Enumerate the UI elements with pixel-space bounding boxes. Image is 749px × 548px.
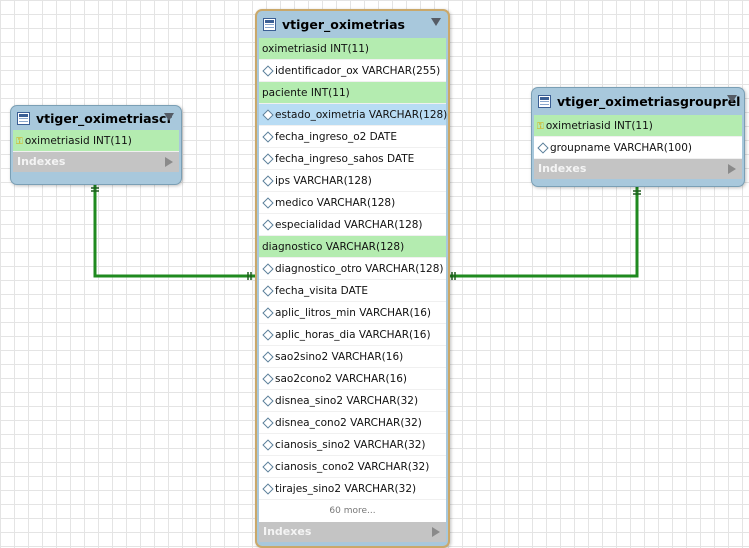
- collapse-icon[interactable]: [727, 95, 737, 103]
- column-row[interactable]: disnea_sino2 VARCHAR(32): [259, 390, 446, 412]
- table-vtiger-oximetriascf[interactable]: vtiger_oximetriascf ⚿oximetriasid INT(11…: [10, 105, 182, 185]
- column-row[interactable]: tirajes_sino2 VARCHAR(32): [259, 478, 446, 500]
- relationship-right[interactable]: [448, 186, 641, 280]
- column-label: diagnostico VARCHAR(128): [262, 241, 405, 253]
- column-label: aplic_litros_min VARCHAR(16): [275, 307, 432, 319]
- column-diamond-icon: [262, 416, 274, 429]
- column-label: diagnostico_otro VARCHAR(128): [275, 263, 444, 275]
- column-diamond-icon: [262, 482, 274, 495]
- column-list: ⚿oximetriasid INT(11) groupname VARCHAR(1…: [534, 115, 742, 159]
- table-header[interactable]: vtiger_oximetriasgrouprel: [532, 88, 744, 115]
- column-diamond-icon: [262, 460, 274, 473]
- column-label: tirajes_sino2 VARCHAR(32): [275, 483, 417, 495]
- primary-key-icon: ⚿: [537, 122, 544, 132]
- table-header[interactable]: vtiger_oximetrias: [257, 11, 448, 38]
- column-row[interactable]: estado_oximetria VARCHAR(128): [259, 104, 448, 126]
- table-title: vtiger_oximetriascf: [36, 110, 172, 126]
- indexes-label: Indexes: [538, 162, 587, 175]
- column-label: estado_oximetria VARCHAR(128): [275, 109, 448, 121]
- column-label: fecha_ingreso_o2 DATE: [275, 131, 397, 143]
- column-row[interactable]: paciente INT(11): [259, 82, 446, 104]
- column-row[interactable]: aplic_litros_min VARCHAR(16): [259, 302, 446, 324]
- table-title: vtiger_oximetrias: [282, 17, 405, 32]
- column-diamond-icon: [262, 196, 274, 209]
- indexes-label: Indexes: [17, 155, 66, 168]
- column-row[interactable]: diagnostico_otro VARCHAR(128): [259, 258, 446, 280]
- column-diamond-icon: [262, 306, 274, 319]
- column-row[interactable]: identificador_ox VARCHAR(255): [259, 60, 446, 82]
- indexes-section[interactable]: Indexes: [13, 152, 179, 172]
- table-vtiger-oximetrias[interactable]: vtiger_oximetrias oximetriasid INT(11) id…: [255, 9, 450, 548]
- more-columns-label[interactable]: 60 more...: [259, 500, 446, 522]
- column-list: ⚿oximetriasid INT(11): [13, 130, 179, 152]
- column-row[interactable]: medico VARCHAR(128): [259, 192, 446, 214]
- column-row[interactable]: ips VARCHAR(128): [259, 170, 446, 192]
- column-row[interactable]: aplic_horas_dia VARCHAR(16): [259, 324, 446, 346]
- table-title: vtiger_oximetriasgrouprel: [557, 94, 741, 109]
- column-list: oximetriasid INT(11) identificador_ox VAR…: [259, 38, 448, 500]
- collapse-icon[interactable]: [431, 18, 441, 26]
- column-diamond-icon: [262, 284, 274, 297]
- column-label: oximetriasid INT(11): [24, 135, 132, 147]
- column-label: especialidad VARCHAR(128): [275, 219, 423, 231]
- table-icon: [263, 18, 276, 31]
- collapse-icon[interactable]: [164, 113, 174, 121]
- column-label: sao2cono2 VARCHAR(16): [275, 373, 408, 385]
- indexes-section[interactable]: Indexes: [534, 159, 742, 179]
- column-row[interactable]: cianosis_sino2 VARCHAR(32): [259, 434, 446, 456]
- relationship-left[interactable]: [91, 183, 256, 280]
- column-diamond-icon: [262, 64, 274, 77]
- column-diamond-icon: [262, 152, 274, 165]
- indexes-section[interactable]: Indexes: [259, 522, 446, 542]
- column-label: sao2sino2 VARCHAR(16): [275, 351, 404, 363]
- column-diamond-icon: [262, 438, 274, 451]
- column-label: fecha_visita DATE: [275, 285, 368, 297]
- column-row[interactable]: fecha_ingreso_sahos DATE: [259, 148, 446, 170]
- column-label: aplic_horas_dia VARCHAR(16): [275, 329, 431, 341]
- column-label: oximetriasid INT(11): [545, 120, 653, 132]
- table-icon: [538, 95, 551, 108]
- column-label: identificador_ox VARCHAR(255): [275, 65, 441, 77]
- column-label: fecha_ingreso_sahos DATE: [275, 153, 415, 165]
- column-label: paciente INT(11): [262, 87, 350, 99]
- column-diamond-icon: [262, 218, 274, 231]
- column-row[interactable]: oximetriasid INT(11): [259, 38, 446, 60]
- column-diamond-icon: [262, 394, 274, 407]
- column-diamond-icon: [262, 174, 274, 187]
- column-label: ips VARCHAR(128): [275, 175, 372, 187]
- column-row[interactable]: fecha_visita DATE: [259, 280, 446, 302]
- column-label: disnea_sino2 VARCHAR(32): [275, 395, 419, 407]
- column-row[interactable]: ⚿oximetriasid INT(11): [13, 130, 179, 152]
- column-diamond-icon: [262, 108, 274, 121]
- column-label: cianosis_sino2 VARCHAR(32): [275, 439, 426, 451]
- primary-key-icon: ⚿: [16, 137, 23, 147]
- column-row[interactable]: especialidad VARCHAR(128): [259, 214, 446, 236]
- column-diamond-icon: [262, 328, 274, 341]
- column-label: medico VARCHAR(128): [275, 197, 396, 209]
- table-header[interactable]: vtiger_oximetriascf: [11, 106, 181, 130]
- column-diamond-icon: [262, 350, 274, 363]
- column-row[interactable]: groupname VARCHAR(100): [534, 137, 742, 159]
- indexes-label: Indexes: [263, 525, 312, 538]
- column-label: cianosis_cono2 VARCHAR(32): [275, 461, 430, 473]
- expand-arrow-icon[interactable]: [728, 164, 736, 174]
- column-diamond-icon: [262, 130, 274, 143]
- column-row[interactable]: disnea_cono2 VARCHAR(32): [259, 412, 446, 434]
- expand-arrow-icon[interactable]: [432, 527, 440, 537]
- column-label: disnea_cono2 VARCHAR(32): [275, 417, 422, 429]
- column-diamond-icon: [537, 141, 549, 154]
- column-row[interactable]: sao2sino2 VARCHAR(16): [259, 346, 446, 368]
- column-row[interactable]: sao2cono2 VARCHAR(16): [259, 368, 446, 390]
- column-row[interactable]: ⚿oximetriasid INT(11): [534, 115, 742, 137]
- column-diamond-icon: [262, 372, 274, 385]
- column-diamond-icon: [262, 262, 274, 275]
- table-icon: [17, 111, 30, 125]
- column-row[interactable]: fecha_ingreso_o2 DATE: [259, 126, 446, 148]
- column-label: oximetriasid INT(11): [262, 43, 370, 55]
- expand-arrow-icon[interactable]: [165, 157, 173, 167]
- column-row[interactable]: cianosis_cono2 VARCHAR(32): [259, 456, 446, 478]
- column-label: groupname VARCHAR(100): [550, 142, 693, 154]
- column-row[interactable]: diagnostico VARCHAR(128): [259, 236, 446, 258]
- table-vtiger-oximetriasgrouprel[interactable]: vtiger_oximetriasgrouprel ⚿oximetriasid …: [531, 87, 745, 187]
